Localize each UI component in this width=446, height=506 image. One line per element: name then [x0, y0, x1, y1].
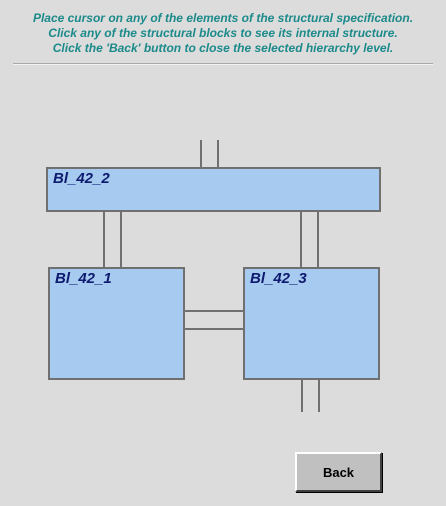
bottom-port-wire-left[interactable] [301, 379, 303, 412]
connection-wire-1-3-bottom[interactable] [184, 328, 244, 330]
block-bl-42-3[interactable]: Bl_42_3 [243, 267, 380, 380]
connection-wire-2-3-left[interactable] [300, 211, 302, 268]
top-port-wire-right[interactable] [217, 140, 219, 168]
instructions-panel: Place cursor on any of the elements of t… [0, 11, 446, 56]
connection-wire-2-3-right[interactable] [317, 211, 319, 268]
block-bl-42-2-label: Bl_42_2 [53, 170, 110, 187]
back-button[interactable]: Back [295, 452, 382, 492]
instruction-line-2: Click any of the structural blocks to se… [48, 26, 398, 40]
block-bl-42-2[interactable]: Bl_42_2 [46, 167, 381, 212]
header-divider [13, 63, 433, 65]
instruction-line-3: Click the 'Back' button to close the sel… [52, 41, 394, 55]
block-bl-42-1[interactable]: Bl_42_1 [48, 267, 185, 380]
connection-wire-1-3-top[interactable] [184, 310, 244, 312]
block-bl-42-1-label: Bl_42_1 [55, 270, 112, 287]
connection-wire-2-1-right[interactable] [120, 211, 122, 268]
bottom-port-wire-right[interactable] [318, 379, 320, 412]
top-port-wire-left[interactable] [200, 140, 202, 168]
block-bl-42-3-label: Bl_42_3 [250, 270, 307, 287]
connection-wire-2-1-left[interactable] [103, 211, 105, 268]
instruction-line-1: Place cursor on any of the elements of t… [32, 11, 414, 25]
